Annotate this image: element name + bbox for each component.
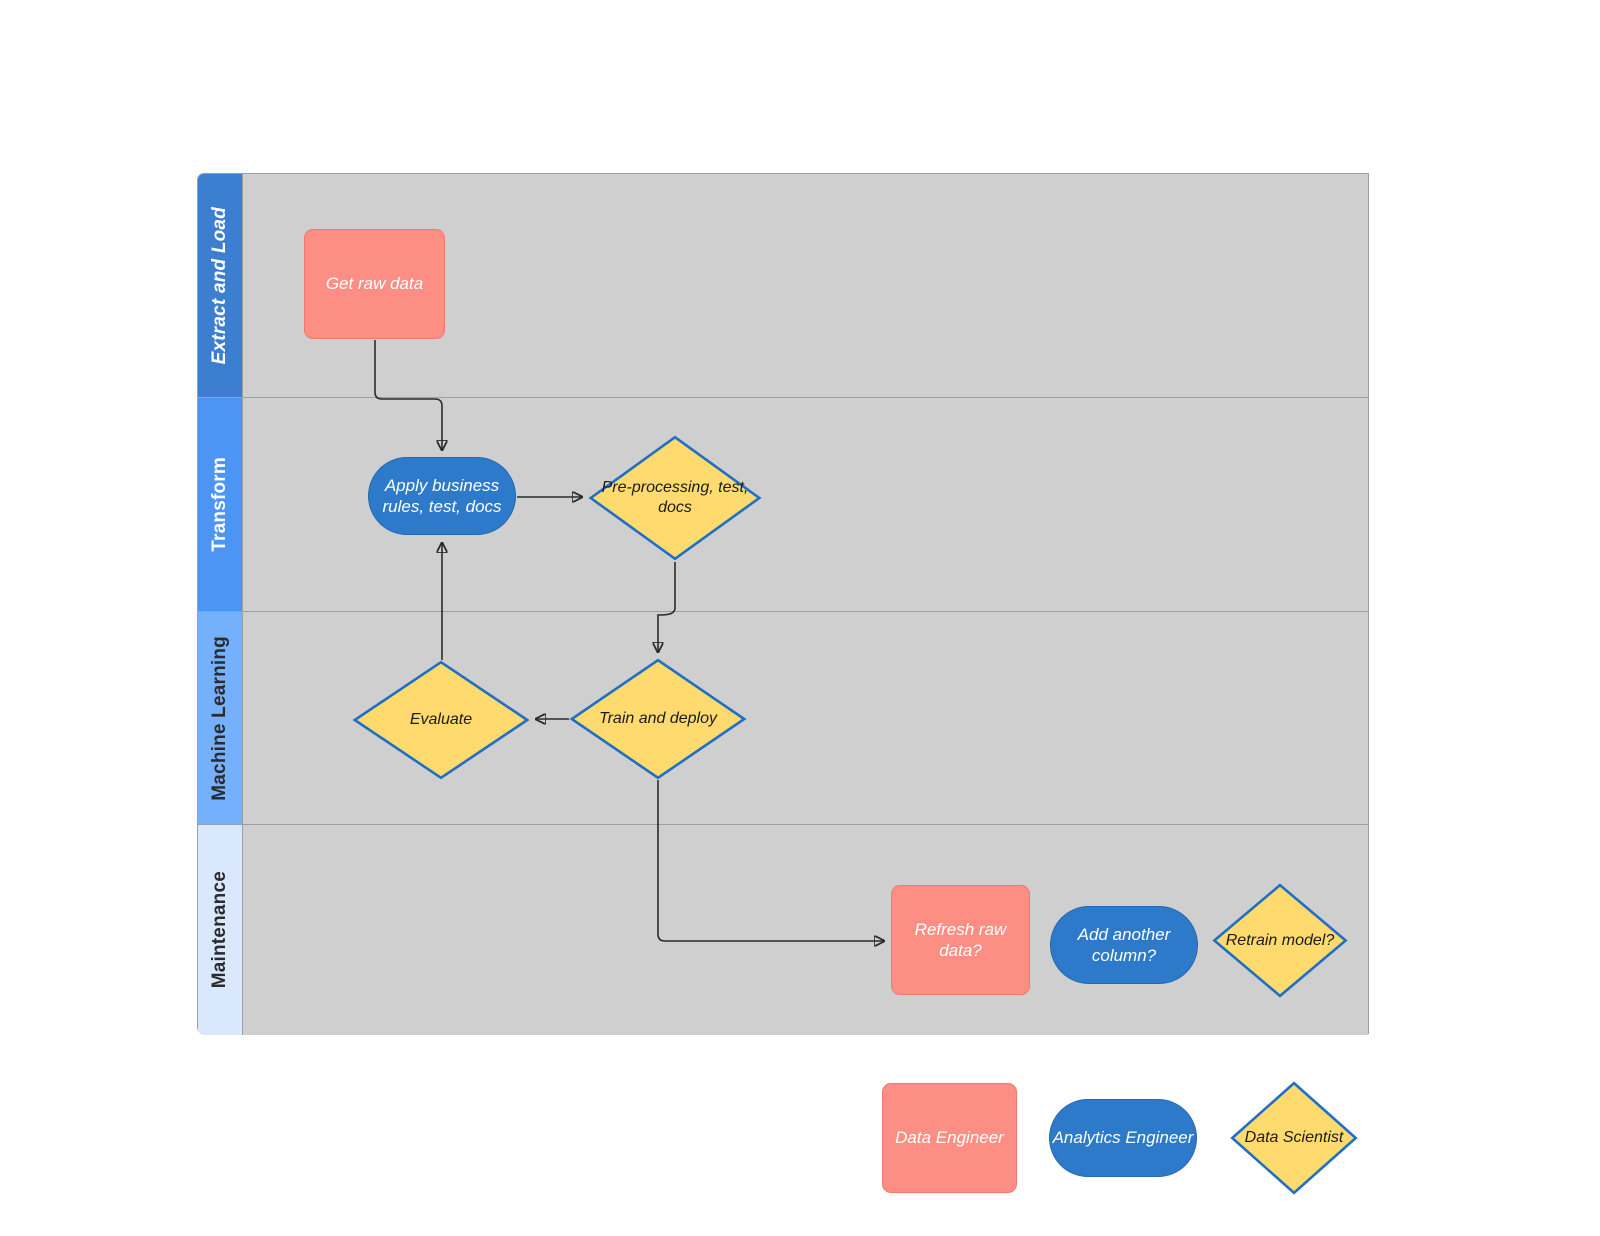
node-add-another-column[interactable]: Add another column?: [1050, 906, 1198, 984]
node-pre-processing[interactable]: Pre-processing, test, docs: [589, 436, 761, 560]
node-label-train-and-deploy: Train and deploy: [599, 710, 717, 727]
node-evaluate[interactable]: Evaluate: [353, 661, 529, 779]
node-label-pre-processing: Pre-processing, test, docs: [601, 479, 749, 516]
legend-label-data-scientist: Data Scientist: [1244, 1129, 1344, 1146]
lane-header-maintenance: Maintenance: [198, 825, 243, 1035]
node-apply-business-rules[interactable]: Apply business rules, test, docs: [368, 457, 516, 535]
legend-label-analytics-engineer: Analytics Engineer: [1052, 1128, 1194, 1148]
diamond-shape-icon: [1213, 884, 1347, 997]
diamond-shape-icon: [589, 436, 761, 560]
node-label-retrain-model: Retrain model?: [1225, 931, 1335, 949]
lane-header-transform: Transform: [198, 398, 243, 611]
node-train-and-deploy[interactable]: Train and deploy: [570, 659, 746, 779]
legend-item-data-engineer: Data Engineer: [882, 1083, 1017, 1193]
node-label-refresh-raw-data: Refresh raw data?: [914, 919, 1007, 960]
node-retrain-model[interactable]: Retrain model?: [1213, 884, 1347, 997]
lane-header-extract-and-load: Extract and Load: [198, 174, 243, 397]
node-label-add-another-column: Add another column?: [1077, 924, 1171, 965]
diamond-shape-icon: [570, 659, 746, 779]
legend-label-data-engineer: Data Engineer: [895, 1128, 1004, 1148]
node-refresh-raw-data[interactable]: Refresh raw data?: [891, 885, 1030, 995]
diamond-shape-icon: [1231, 1082, 1357, 1194]
diamond-shape-icon: [353, 661, 529, 779]
node-label-apply-business-rules: Apply business rules, test, docs: [382, 475, 502, 516]
node-get-raw-data[interactable]: Get raw data: [304, 229, 445, 339]
legend-item-analytics-engineer: Analytics Engineer: [1049, 1099, 1197, 1177]
node-label-get-raw-data: Get raw data: [325, 274, 424, 294]
legend-item-data-scientist: Data Scientist: [1231, 1082, 1357, 1194]
node-label-evaluate: Evaluate: [409, 711, 473, 728]
lane-header-machine-learning: Machine Learning: [198, 612, 243, 824]
